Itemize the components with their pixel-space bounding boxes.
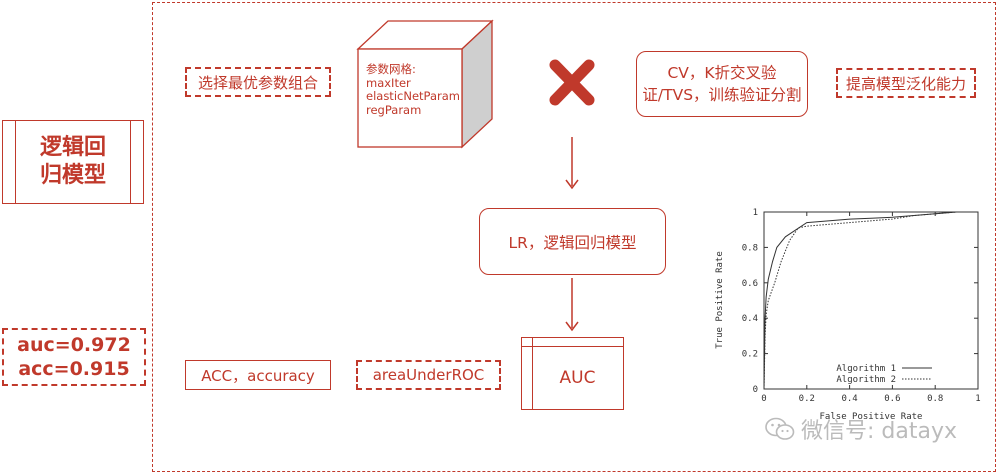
metrics-box: auc=0.972 acc=0.915 (2, 328, 146, 386)
y-tick-label: 0.2 (742, 350, 758, 360)
auc-label: AUC (559, 367, 596, 388)
auc-box-left-line (532, 338, 533, 409)
y-tick-label: 1 (753, 208, 758, 218)
y-tick-label: 0 (753, 385, 758, 395)
area-under-roc-box: areaUnderROC (356, 360, 501, 390)
auc-metric: auc=0.972 (17, 334, 131, 356)
cube-front-face (357, 48, 463, 148)
tick-layer: 0 0.2 0.4 0.6 0.8 1 0 0.2 0.4 0.6 0.8 1 (742, 208, 981, 404)
param-grid-cube (356, 19, 494, 149)
legend-label-series-1: Algorithm 1 (836, 364, 896, 374)
roc-line-series-1 (763, 211, 978, 390)
model-label: 逻辑回归模型 (39, 135, 106, 188)
logistic-regression-model-box: 逻辑回归模型 (2, 120, 144, 204)
y-tick-label: 0.8 (742, 243, 758, 253)
legend-label-series-2: Algorithm 2 (836, 375, 896, 385)
x-tick-label: 0.8 (927, 394, 943, 404)
pipeline-frame (152, 2, 996, 472)
x-tick-label: 0.4 (841, 394, 857, 404)
lr-model-box: LR，逻辑回归模型 (479, 208, 666, 275)
y-tick-label: 0.4 (742, 314, 758, 324)
legend: Algorithm 1 Algorithm 2 (836, 364, 932, 385)
watermark-text: 微信号: datayx (801, 419, 957, 444)
cross-validation-box: CV，K折交叉验证/TVS，训练验证分割 (636, 51, 808, 117)
x-tick-label: 1 (975, 394, 980, 404)
select-best-params-label: 选择最优参数组合 (185, 67, 331, 97)
improve-generalization-label: 提高模型泛化能力 (836, 68, 976, 98)
acc-metric: acc=0.915 (18, 358, 130, 380)
roc-chart: 0 0.2 0.4 0.6 0.8 1 0 0.2 0.4 0.6 0.8 1 True Positi… (715, 208, 981, 422)
series-layer (763, 211, 978, 390)
accuracy-box: ACC，accuracy (185, 360, 331, 390)
param-grid-text: 参数网格: maxIter elasticNetParam regParam (366, 62, 460, 117)
x-tick-label: 0 (761, 394, 766, 404)
x-tick-label: 0.6 (884, 394, 900, 404)
plot-frame (763, 211, 979, 390)
box-inner-line-left (15, 121, 16, 203)
wechat-icon (765, 417, 795, 440)
x-tick-label: 0.2 (799, 394, 815, 404)
y-axis-label: True Positive Rate (715, 251, 725, 349)
auc-box-top-line (522, 346, 623, 347)
roc-line-series-2 (763, 211, 978, 390)
x-axis-label: False Positive Rate (820, 412, 923, 422)
watermark: 微信号: datayx (765, 412, 957, 446)
auc-box: AUC (521, 337, 624, 410)
box-inner-line-right (130, 121, 131, 203)
y-tick-label: 0.6 (742, 279, 758, 289)
